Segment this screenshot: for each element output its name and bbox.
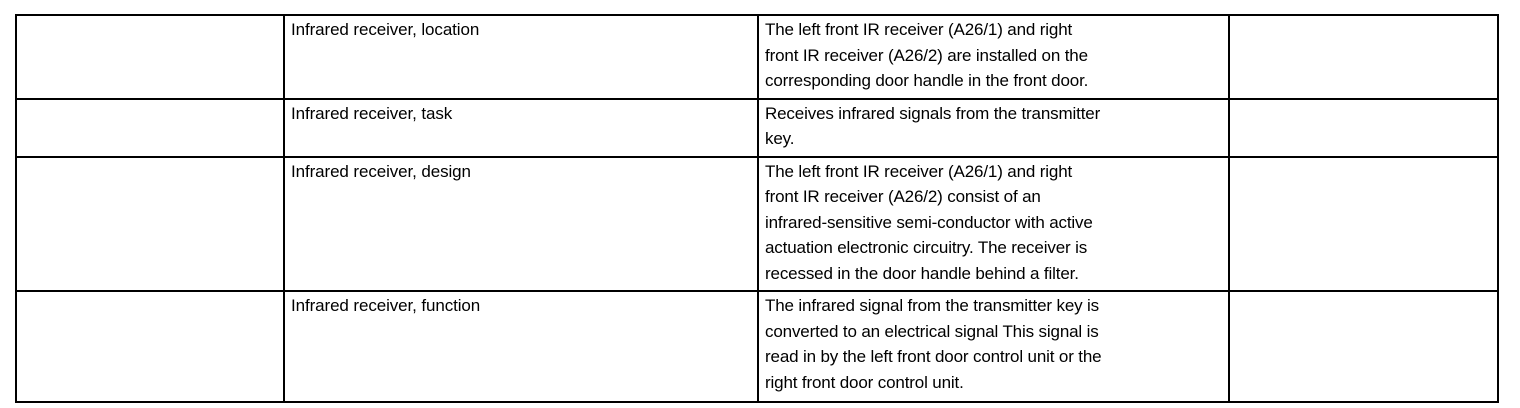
notes-cell-content bbox=[1230, 100, 1497, 115]
notes-cell bbox=[1228, 97, 1499, 158]
table-row: Infrared receiver, location The left fro… bbox=[15, 14, 1499, 100]
description-cell: The infrared signal from the transmitter… bbox=[757, 290, 1230, 403]
property-label: Infrared receiver, location bbox=[291, 20, 480, 39]
description-line: The left front IR receiver (A26/1) and r… bbox=[765, 161, 1073, 181]
description-line: The left front IR receiver (A26/1) and r… bbox=[765, 20, 1073, 39]
reference-cell-content bbox=[17, 158, 283, 173]
reference-cell bbox=[15, 14, 285, 100]
description-text: Receives infrared signals from the trans… bbox=[765, 101, 1222, 152]
reference-cell bbox=[15, 155, 285, 292]
description-cell: Receives infrared signals from the trans… bbox=[757, 97, 1230, 158]
reference-cell-content bbox=[17, 100, 283, 115]
description-text: The infrared signal from the transmitter… bbox=[765, 293, 1222, 395]
property-cell: Infrared receiver, design bbox=[283, 155, 759, 292]
property-cell: Infrared receiver, task bbox=[283, 97, 759, 158]
description-text: The left front IR receiver (A26/1) and r… bbox=[765, 17, 1222, 94]
description-line: read in by the left front door control u… bbox=[765, 347, 1102, 366]
table-row: Infrared receiver, task Receives infrare… bbox=[15, 97, 1499, 158]
description-text: The left front IR receiver (A26/1) and r… bbox=[765, 159, 1222, 287]
property-label: Infrared receiver, design bbox=[291, 161, 471, 181]
reference-cell-content bbox=[17, 16, 283, 31]
description-line: Receives infrared signals from the trans… bbox=[765, 103, 1101, 123]
description-line: actuation electronic circuitry. The rece… bbox=[765, 238, 1088, 257]
property-cell: Infrared receiver, location bbox=[283, 14, 759, 100]
notes-cell-content bbox=[1230, 16, 1497, 31]
notes-cell bbox=[1228, 290, 1499, 403]
property-cell: Infrared receiver, function bbox=[283, 290, 759, 403]
specification-table: Infrared receiver, location The left fro… bbox=[15, 14, 1499, 403]
table-row: Infrared receiver, function The infrared… bbox=[15, 290, 1499, 403]
description-line: recessed in the door handle behind a fil… bbox=[765, 263, 1079, 283]
description-cell: The left front IR receiver (A26/1) and r… bbox=[757, 14, 1230, 100]
notes-cell-content bbox=[1230, 158, 1497, 173]
description-line: infrared-sensitive semi-conductor with a… bbox=[765, 212, 1093, 232]
notes-cell-content bbox=[1230, 292, 1497, 307]
notes-cell bbox=[1228, 14, 1499, 100]
description-line: key. bbox=[765, 129, 795, 148]
description-line: converted to an electrical signal This s… bbox=[765, 321, 1099, 341]
description-cell: The left front IR receiver (A26/1) and r… bbox=[757, 155, 1230, 292]
table-body: Infrared receiver, location The left fro… bbox=[15, 14, 1499, 403]
property-label: Infrared receiver, function bbox=[291, 296, 481, 315]
notes-cell bbox=[1228, 155, 1499, 292]
reference-cell-content bbox=[17, 292, 283, 307]
description-line: corresponding door handle in the front d… bbox=[765, 71, 1089, 90]
table-row: Infrared receiver, design The left front… bbox=[15, 155, 1499, 292]
description-line: front IR receiver (A26/2) consist of an bbox=[765, 187, 1041, 206]
property-label: Infrared receiver, task bbox=[291, 103, 453, 123]
description-line: The infrared signal from the transmitter… bbox=[765, 296, 1100, 315]
description-line: front IR receiver (A26/2) are installed … bbox=[765, 45, 1088, 65]
reference-cell bbox=[15, 97, 285, 158]
description-line: right front door control unit. bbox=[765, 372, 964, 392]
reference-cell bbox=[15, 290, 285, 403]
